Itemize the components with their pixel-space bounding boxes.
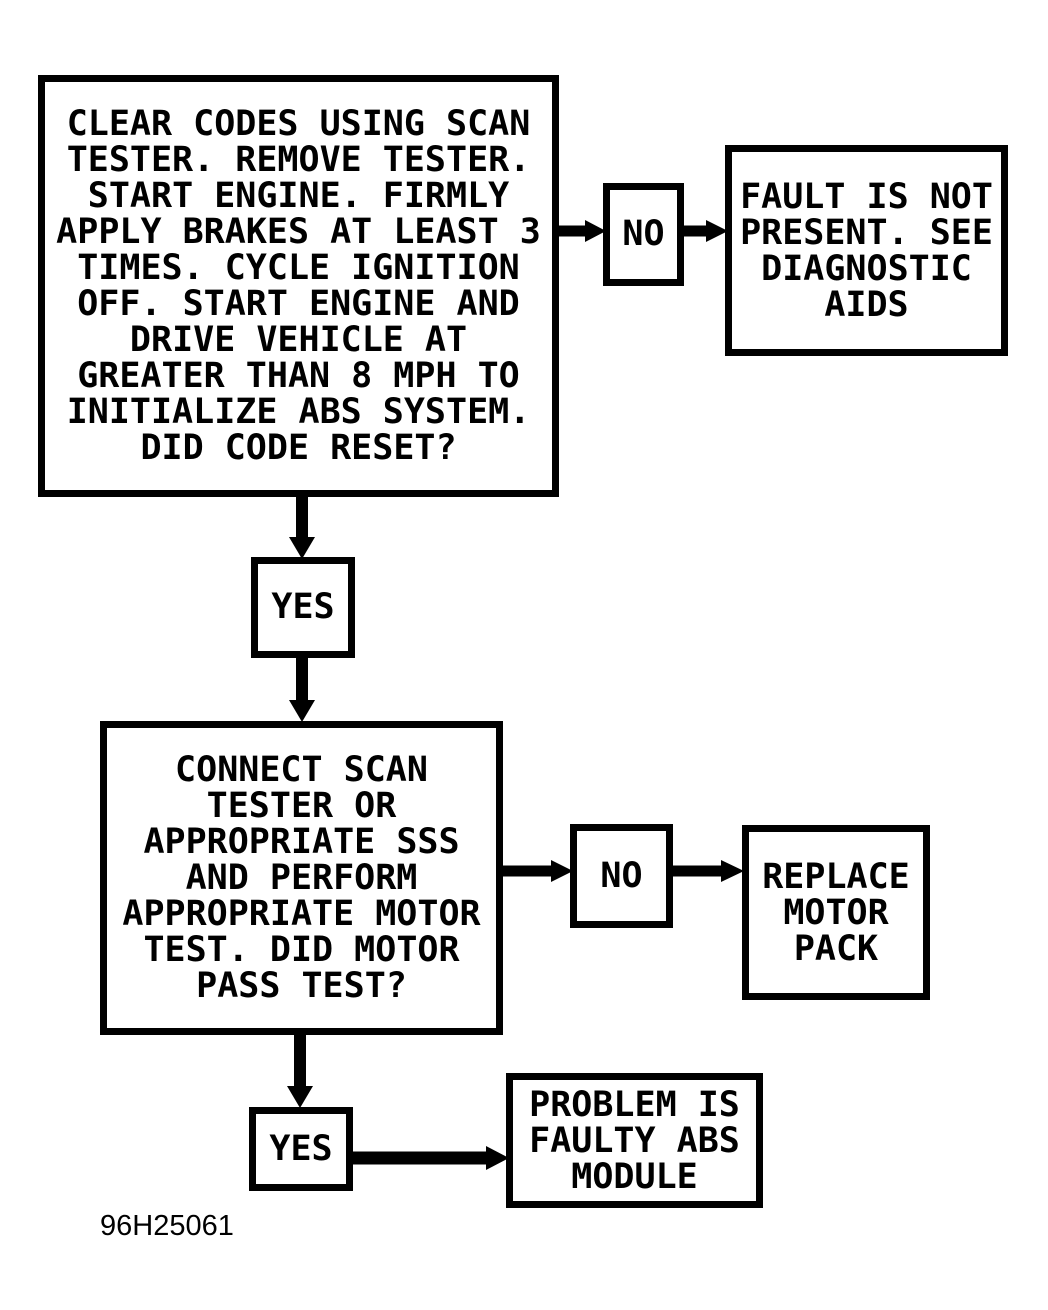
node-motor-test-text: CONNECT SCAN TESTER OR APPROPRIATE SSS A…: [122, 750, 481, 1006]
arrow-yes2-to-problem-icon: [351, 1146, 509, 1170]
arrow-step1-to-no1-icon: [557, 220, 606, 242]
node-replace-motor-pack-text: REPLACE MOTOR PACK: [762, 856, 910, 969]
figure-code: 96H25061: [100, 1210, 234, 1242]
node-fault-not-present-text: FAULT IS NOT PRESENT. SEE DIAGNOSTIC AID…: [740, 176, 993, 325]
arrow-step1-to-yes1-icon: [289, 494, 315, 559]
node-no-branch-2: NO: [570, 824, 673, 928]
node-yes-branch-1-label: YES: [271, 587, 335, 627]
node-faulty-abs-module-text: PROBLEM IS FAULTY ABS MODULE: [529, 1084, 740, 1197]
arrow-no1-to-fault-icon: [682, 220, 728, 242]
arrow-no2-to-replace-icon: [671, 860, 744, 882]
arrow-step2-to-yes2-icon: [287, 1033, 313, 1108]
node-faulty-abs-module: PROBLEM IS FAULTY ABS MODULE: [506, 1073, 763, 1208]
node-no-branch-2-label: NO: [600, 855, 643, 896]
node-fault-not-present: FAULT IS NOT PRESENT. SEE DIAGNOSTIC AID…: [725, 145, 1008, 356]
node-no-branch-1: NO: [603, 183, 684, 286]
arrow-step2-to-no2-icon: [501, 860, 573, 882]
node-yes-branch-2-label: YES: [269, 1128, 333, 1169]
node-no-branch-1-label: NO: [622, 214, 665, 254]
arrow-yes1-to-step2-icon: [289, 656, 315, 722]
node-clear-codes-text: CLEAR CODES USING SCAN TESTER. REMOVE TE…: [56, 104, 541, 468]
node-clear-codes-step: CLEAR CODES USING SCAN TESTER. REMOVE TE…: [38, 75, 559, 497]
node-yes-branch-1: YES: [251, 557, 355, 658]
node-replace-motor-pack: REPLACE MOTOR PACK: [742, 825, 930, 1000]
node-motor-test-step: CONNECT SCAN TESTER OR APPROPRIATE SSS A…: [100, 721, 503, 1035]
node-yes-branch-2: YES: [249, 1107, 353, 1191]
